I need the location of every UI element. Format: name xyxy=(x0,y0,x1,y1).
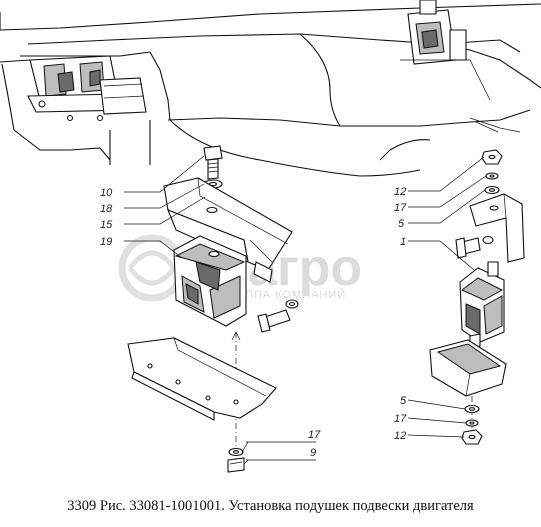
right-mount-assembly xyxy=(429,149,525,445)
callout-10: 10 xyxy=(100,187,113,199)
bolt-head xyxy=(203,145,223,161)
callout-5: 5 xyxy=(398,218,405,230)
callout-5-bottom: 5 xyxy=(400,395,407,407)
callout-19: 19 xyxy=(100,236,112,248)
frame-rail xyxy=(0,0,541,177)
figure-caption: 3309 Рис. 33081-1001001. Установка подуш… xyxy=(67,498,474,514)
callout-17-lower: 17 xyxy=(308,429,321,441)
callout-12-bottom: 12 xyxy=(394,430,406,442)
leader-lines xyxy=(124,155,487,465)
left-mount-assembly xyxy=(127,145,299,473)
callout-1: 1 xyxy=(400,236,406,248)
callout-18: 18 xyxy=(100,203,113,215)
callout-9: 9 xyxy=(310,447,316,459)
watermark-subtitle: ГРУППА КОМПАНИЙ xyxy=(222,288,346,301)
callout-17-bottom: 17 xyxy=(394,413,407,425)
callout-12: 12 xyxy=(394,186,406,198)
callout-15: 15 xyxy=(100,219,113,231)
right-bracket xyxy=(469,193,525,263)
callouts: 10 18 15 19 12 17 5 1 5 17 12 17 9 xyxy=(100,186,407,459)
callout-17: 17 xyxy=(394,202,407,214)
